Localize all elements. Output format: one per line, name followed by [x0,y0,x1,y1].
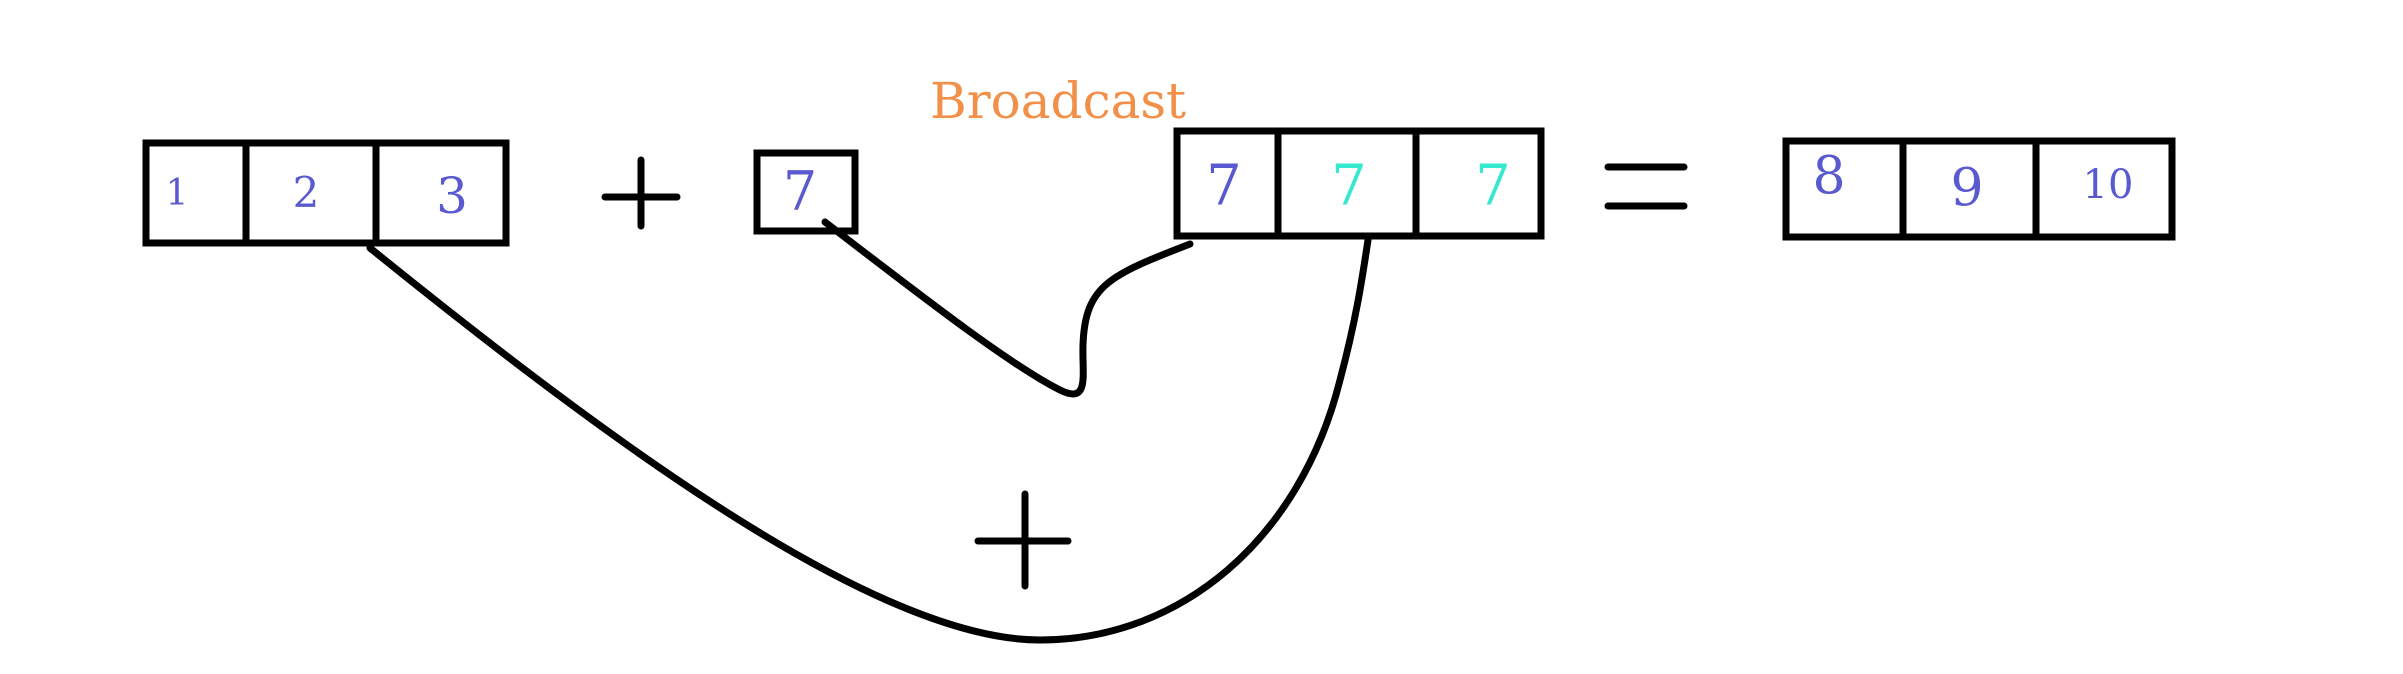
left-array-value: 1 [166,173,189,214]
result-array-value: 9 [1950,159,1983,219]
broadcast-array-value: 7 [1331,154,1367,219]
result-array-value: 8 [1812,147,1845,207]
elementwise-add-connector [366,236,1372,644]
equals-operator [1604,163,1688,210]
left-array-value: 3 [436,167,468,225]
left-array-cell [372,139,510,247]
broadcast-array-value: 7 [1475,154,1511,219]
left-array-cell [142,139,250,247]
left-array-value: 2 [293,168,320,217]
left-array-cell [242,139,380,247]
scalar-value: 7 [783,160,817,223]
elementwise-plus-operator [974,490,1072,590]
left-array: 1 2 3 [142,139,510,247]
scalar-to-broadcast-connector [821,218,1194,398]
scalar-cell [753,149,859,235]
result-array-cell [2032,137,2176,241]
broadcast-array-cell [1412,127,1545,240]
broadcast-array: 7 7 7 [1173,127,1545,240]
result-array-value: 10 [2083,162,2134,208]
broadcast-array-cell [1173,127,1282,240]
broadcast-array-value: 7 [1206,154,1242,219]
plus-operator [601,156,681,230]
result-array: 8 9 10 [1782,137,2176,241]
broadcast-label: Broadcast [930,72,1186,130]
scalar-box: 7 [753,149,859,235]
